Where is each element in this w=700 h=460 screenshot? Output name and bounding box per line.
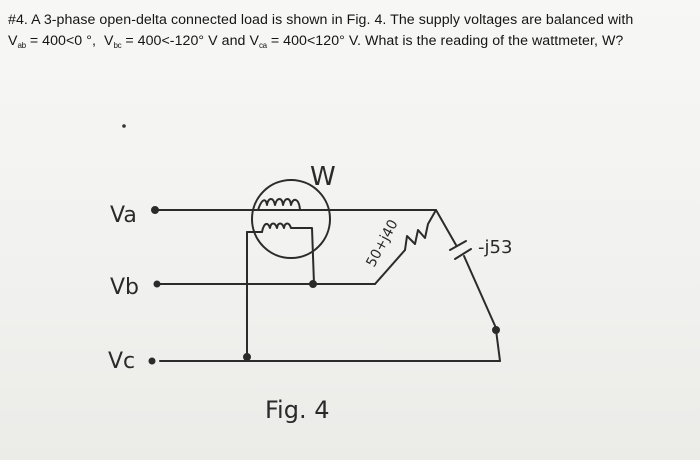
wattmeter-label: W	[310, 162, 336, 192]
vca-subscript: ca	[258, 41, 267, 50]
terminal-a	[151, 206, 159, 214]
impedance-1-label: 50+j40	[363, 217, 401, 270]
node-b-wattmeter	[309, 280, 317, 288]
problem-line-1: #4. A 3-phase open-delta connected load …	[8, 10, 694, 31]
terminal-b	[153, 280, 161, 288]
stray-dot	[122, 124, 126, 128]
wattmeter-voltage-coil	[261, 222, 315, 285]
vab-subscript: ab	[17, 41, 27, 50]
line-c-label: Vc	[108, 349, 135, 374]
problem-number: #4.	[8, 12, 28, 28]
vab-symbol: V	[8, 33, 18, 49]
capacitor-plate-2	[454, 248, 472, 260]
problem-intro-text: A 3-phase open-delta connected load is s…	[31, 12, 634, 28]
problem-statement: #4. A 3-phase open-delta connected load …	[8, 10, 694, 53]
wattmeter-circle	[251, 179, 331, 259]
line-b-label: Vb	[110, 275, 139, 300]
node-c-wattmeter	[243, 353, 251, 361]
line-a-label: Va	[110, 203, 137, 228]
figure-caption: Fig. 4	[265, 396, 330, 424]
vbc-subscript: bc	[113, 41, 122, 50]
z2-upper-lead	[435, 209, 457, 246]
vca-symbol: V	[249, 33, 259, 49]
wattmeter-current-coil	[257, 198, 301, 211]
z1-lower-lead	[374, 249, 406, 285]
capacitor-plate-1	[449, 240, 467, 251]
vbc-symbol: V	[103, 33, 114, 49]
resistor-zigzag	[404, 209, 437, 251]
impedance-2-label: -j53	[478, 237, 512, 258]
vca-value: = 400<120° V. What is the reading of the…	[270, 33, 624, 49]
terminal-c	[148, 357, 156, 365]
problem-line-2: Vab = 400<0 °, Vbc = 400<-120° V and Vca…	[8, 31, 694, 53]
z2-to-c-wire	[495, 329, 501, 362]
vab-value: = 400<0 °,	[29, 33, 96, 49]
z2-lower-lead	[463, 255, 497, 329]
vbc-value: = 400<-120° V and	[125, 33, 246, 49]
